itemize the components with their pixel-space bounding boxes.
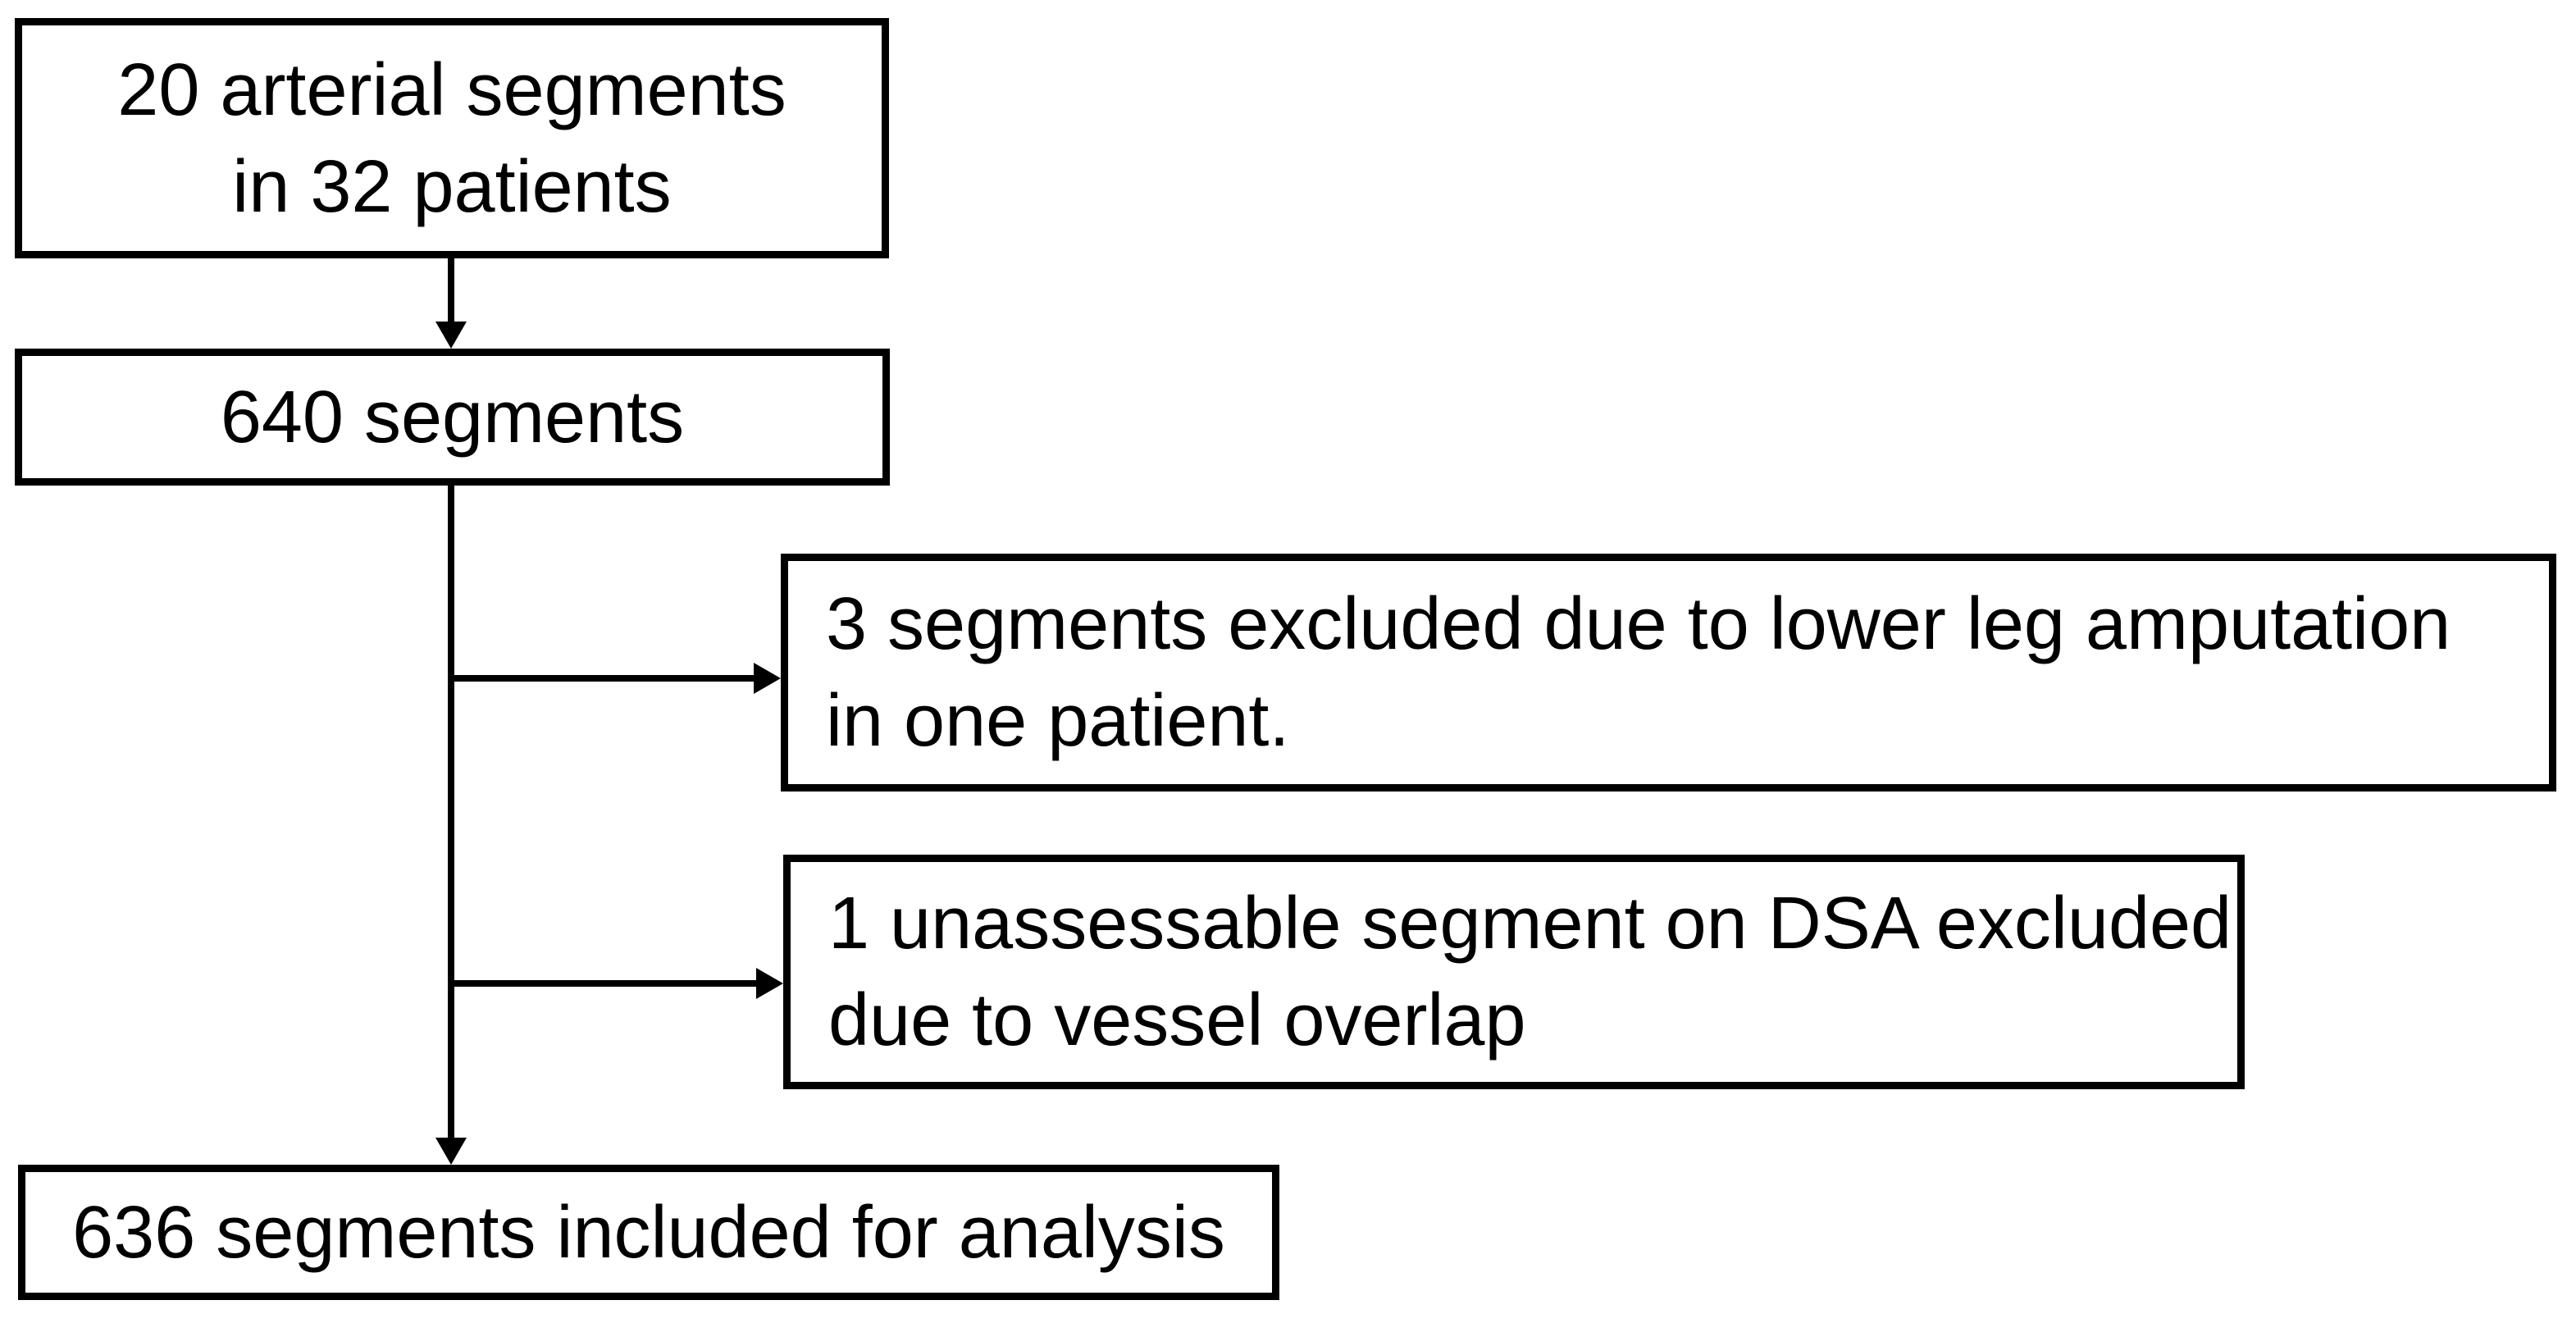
exclusion-dsa-line2: due to vessel overlap	[828, 979, 1526, 1061]
exclusion-amputation-line2: in one patient.	[826, 680, 1290, 762]
connector-branch-amputation	[448, 675, 756, 682]
connector-branch-dsa	[448, 980, 759, 987]
arrow-right-icon	[754, 663, 781, 694]
final-box-line1: 636 segments included for analysis	[72, 1191, 1225, 1274]
start-box-line2: in 32 patients	[232, 145, 672, 228]
exclusion-amputation-line1: 3 segments excluded due to lower leg amp…	[826, 583, 2451, 665]
start-box-line1: 20 arterial segments	[117, 48, 786, 131]
arrow-right-icon	[756, 968, 783, 999]
exclusion-dsa-line1: 1 unassessable segment on DSA excluded	[828, 883, 2232, 965]
exclusion-dsa-box: 1 unassessable segment on DSA excluded d…	[783, 855, 2245, 1089]
arrow-down-icon	[435, 322, 467, 349]
exclusion-amputation-box: 3 segments excluded due to lower leg amp…	[781, 554, 2556, 792]
start-box: 20 arterial segments in 32 patients	[15, 18, 889, 258]
connector-total-to-final	[448, 486, 454, 1140]
arrow-down-icon	[435, 1138, 467, 1165]
total-segments-box-line1: 640 segments	[220, 376, 685, 458]
final-box: 636 segments included for analysis	[18, 1165, 1279, 1300]
total-segments-box: 640 segments	[15, 349, 890, 486]
connector-start-to-total	[448, 258, 454, 324]
